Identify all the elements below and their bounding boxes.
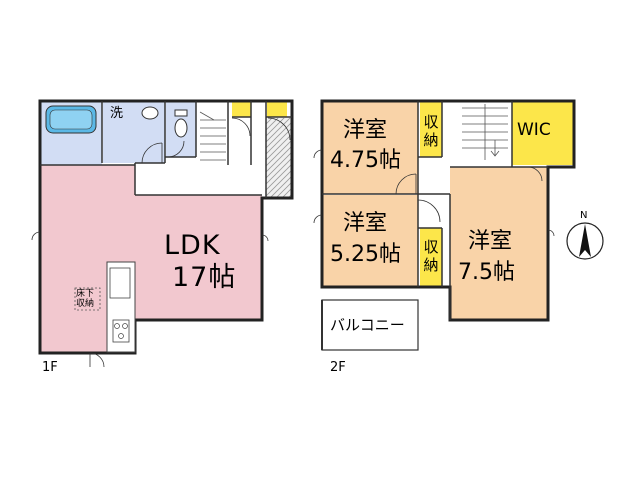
ldk-size: 17帖 bbox=[172, 262, 237, 293]
western-room-2-name: 洋室 bbox=[343, 211, 388, 236]
western-room-2 bbox=[322, 195, 418, 287]
western-room-1 bbox=[322, 101, 418, 194]
balcony-label: バルコニー bbox=[330, 316, 405, 334]
closet-1f-b bbox=[267, 101, 287, 117]
floor-2-label: 2F bbox=[330, 360, 346, 375]
closet-2f-1-line1: 収 bbox=[423, 113, 439, 131]
floor-1-label: 1F bbox=[42, 360, 58, 375]
wic-room bbox=[512, 101, 574, 165]
closet-2f-1 bbox=[420, 101, 442, 157]
underfloor-storage-line1: 床下 bbox=[76, 289, 95, 299]
closet-1f-a bbox=[232, 101, 251, 117]
first-floor bbox=[31, 99, 294, 368]
wic-label: WIC bbox=[517, 120, 551, 140]
western-room-3-size: 7.5帖 bbox=[458, 260, 515, 285]
compass bbox=[566, 222, 604, 260]
entrance-floor bbox=[266, 118, 292, 198]
closet-2f-2 bbox=[420, 228, 442, 286]
closet-2f-2-line2: 納 bbox=[423, 256, 439, 274]
sink bbox=[141, 106, 159, 120]
second-floor bbox=[313, 99, 576, 351]
underfloor-storage-line2: 収納 bbox=[76, 299, 95, 309]
ldk-label: LDK bbox=[164, 230, 221, 261]
laundry-label: 洗 bbox=[110, 106, 124, 121]
western-room-1-size: 4.75帖 bbox=[330, 148, 401, 173]
closet-2f-1-line2: 納 bbox=[423, 131, 439, 149]
closet-2f-2-line1: 収 bbox=[423, 238, 439, 256]
western-room-2-size: 5.25帖 bbox=[330, 242, 401, 267]
ldk-room bbox=[40, 165, 262, 353]
underfloor-storage bbox=[74, 287, 101, 311]
western-room-3 bbox=[450, 167, 548, 320]
western-room-1-name: 洋室 bbox=[343, 118, 388, 143]
western-room-3-name: 洋室 bbox=[468, 229, 513, 254]
balcony bbox=[321, 299, 419, 351]
toilet-bowl bbox=[174, 118, 188, 138]
compass-north-label: N bbox=[580, 210, 588, 221]
